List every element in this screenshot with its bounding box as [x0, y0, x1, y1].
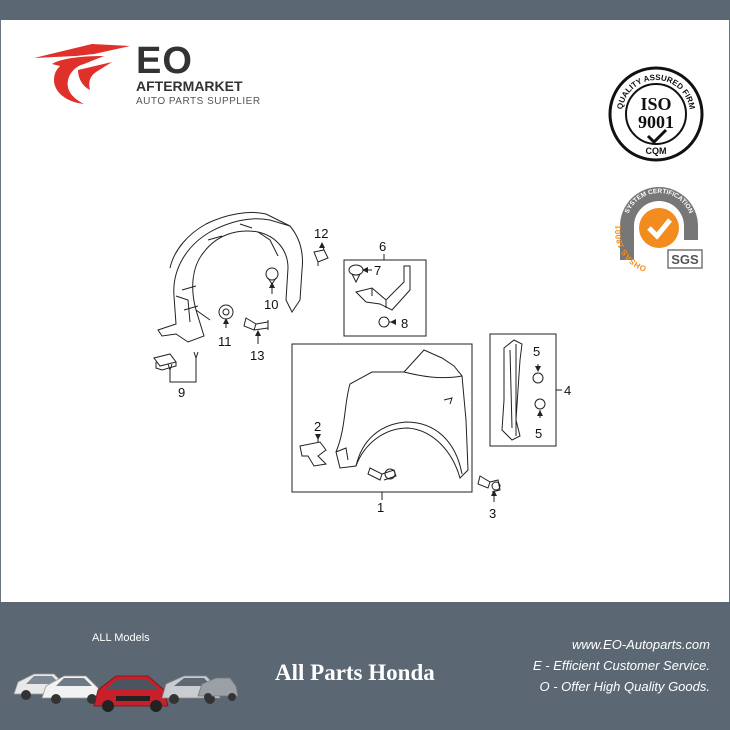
- seal-part-4: [501, 339, 523, 441]
- top-band: [0, 0, 730, 20]
- footer-website-link[interactable]: www.EO-Autoparts.com: [572, 637, 710, 652]
- fender-liner-illustration: [157, 211, 303, 343]
- brand-logo: EO AFTERMARKET AUTO PARTS SUPPLIER: [32, 40, 272, 110]
- iso-label: ISO: [640, 94, 671, 114]
- clip-part-7: [348, 264, 372, 284]
- clip-part-2: [299, 434, 328, 467]
- callout-4: 4: [564, 383, 571, 398]
- callout-9: 9: [178, 385, 185, 400]
- footer-band: [0, 602, 730, 730]
- box-group-4: [489, 333, 557, 447]
- sgs-ohsas-badge: SYSTEM CERTIFICATION OHSAS 18001 SGS: [613, 187, 703, 273]
- callout-7: 7: [374, 263, 381, 278]
- callout-5b: 5: [535, 426, 542, 441]
- arrow-10: [269, 282, 275, 288]
- brand-wing-icon: [34, 44, 130, 104]
- car-red: [93, 675, 169, 712]
- brand-subtitle: AFTERMARKET: [136, 78, 243, 94]
- callout-6: 6: [379, 239, 386, 254]
- clip-part-10: [265, 267, 279, 294]
- footer-line-1: E - Efficient Customer Service.: [533, 658, 710, 673]
- footer-title: All Parts Honda: [275, 660, 435, 685]
- bolt-in-box-1: [367, 467, 397, 481]
- callout-11: 11: [218, 334, 232, 349]
- brand-name: EO: [136, 40, 193, 82]
- sgs-name: SGS: [671, 252, 699, 267]
- clip-part-9: [153, 353, 177, 371]
- callout-13: 13: [250, 348, 264, 363]
- bracket-part-6: [355, 265, 411, 311]
- callout-8: 8: [401, 316, 408, 331]
- bolt-part-3: [477, 475, 501, 502]
- arrow-2: [315, 434, 321, 440]
- arrow-5a: [535, 366, 541, 372]
- iso-9001-badge: QUALITY ASSURED FIRM ISO 9001 CQM: [608, 66, 704, 162]
- callout-5a: 5: [533, 344, 540, 359]
- footer-models-label: ALL Models: [92, 632, 150, 644]
- arrow-3: [491, 490, 497, 496]
- fender-illustration: [335, 349, 469, 479]
- car-lineup-image: [13, 673, 239, 712]
- box-group-1: [291, 343, 473, 493]
- arrow-5b: [537, 410, 543, 416]
- callout-1: 1: [377, 500, 384, 515]
- arrow-7: [362, 267, 368, 273]
- bracket-line-9: [169, 358, 197, 383]
- sgs-check-icon: [647, 218, 672, 240]
- bolt-part-13: [243, 317, 269, 344]
- box-group-6: [343, 259, 427, 337]
- callout-10: 10: [264, 297, 278, 312]
- arrow-11: [223, 318, 229, 324]
- arrow-12: [319, 242, 325, 248]
- iso-cqm: CQM: [646, 146, 667, 156]
- footer-info: www.EO-Autoparts.com E - Efficient Custo…: [533, 634, 710, 697]
- arrow-13: [255, 330, 261, 336]
- callout-3: 3: [489, 506, 496, 521]
- car-gray: [197, 677, 239, 701]
- footer-line-2: O - Offer High Quality Goods.: [539, 679, 710, 694]
- iso-number: 9001: [638, 112, 674, 132]
- callout-12: 12: [314, 226, 328, 241]
- arrow-8: [390, 319, 396, 325]
- parts-diagram: 1 2 3 4 5 5 6 7 8 9 10 11 12 13: [153, 211, 571, 521]
- nut-part-11: [218, 304, 234, 328]
- callout-2: 2: [314, 419, 321, 434]
- iso-check-icon: [646, 128, 668, 145]
- arrow-9b: [167, 363, 173, 371]
- brand-tagline: AUTO PARTS SUPPLIER: [136, 96, 261, 107]
- arrow-9: [193, 351, 199, 359]
